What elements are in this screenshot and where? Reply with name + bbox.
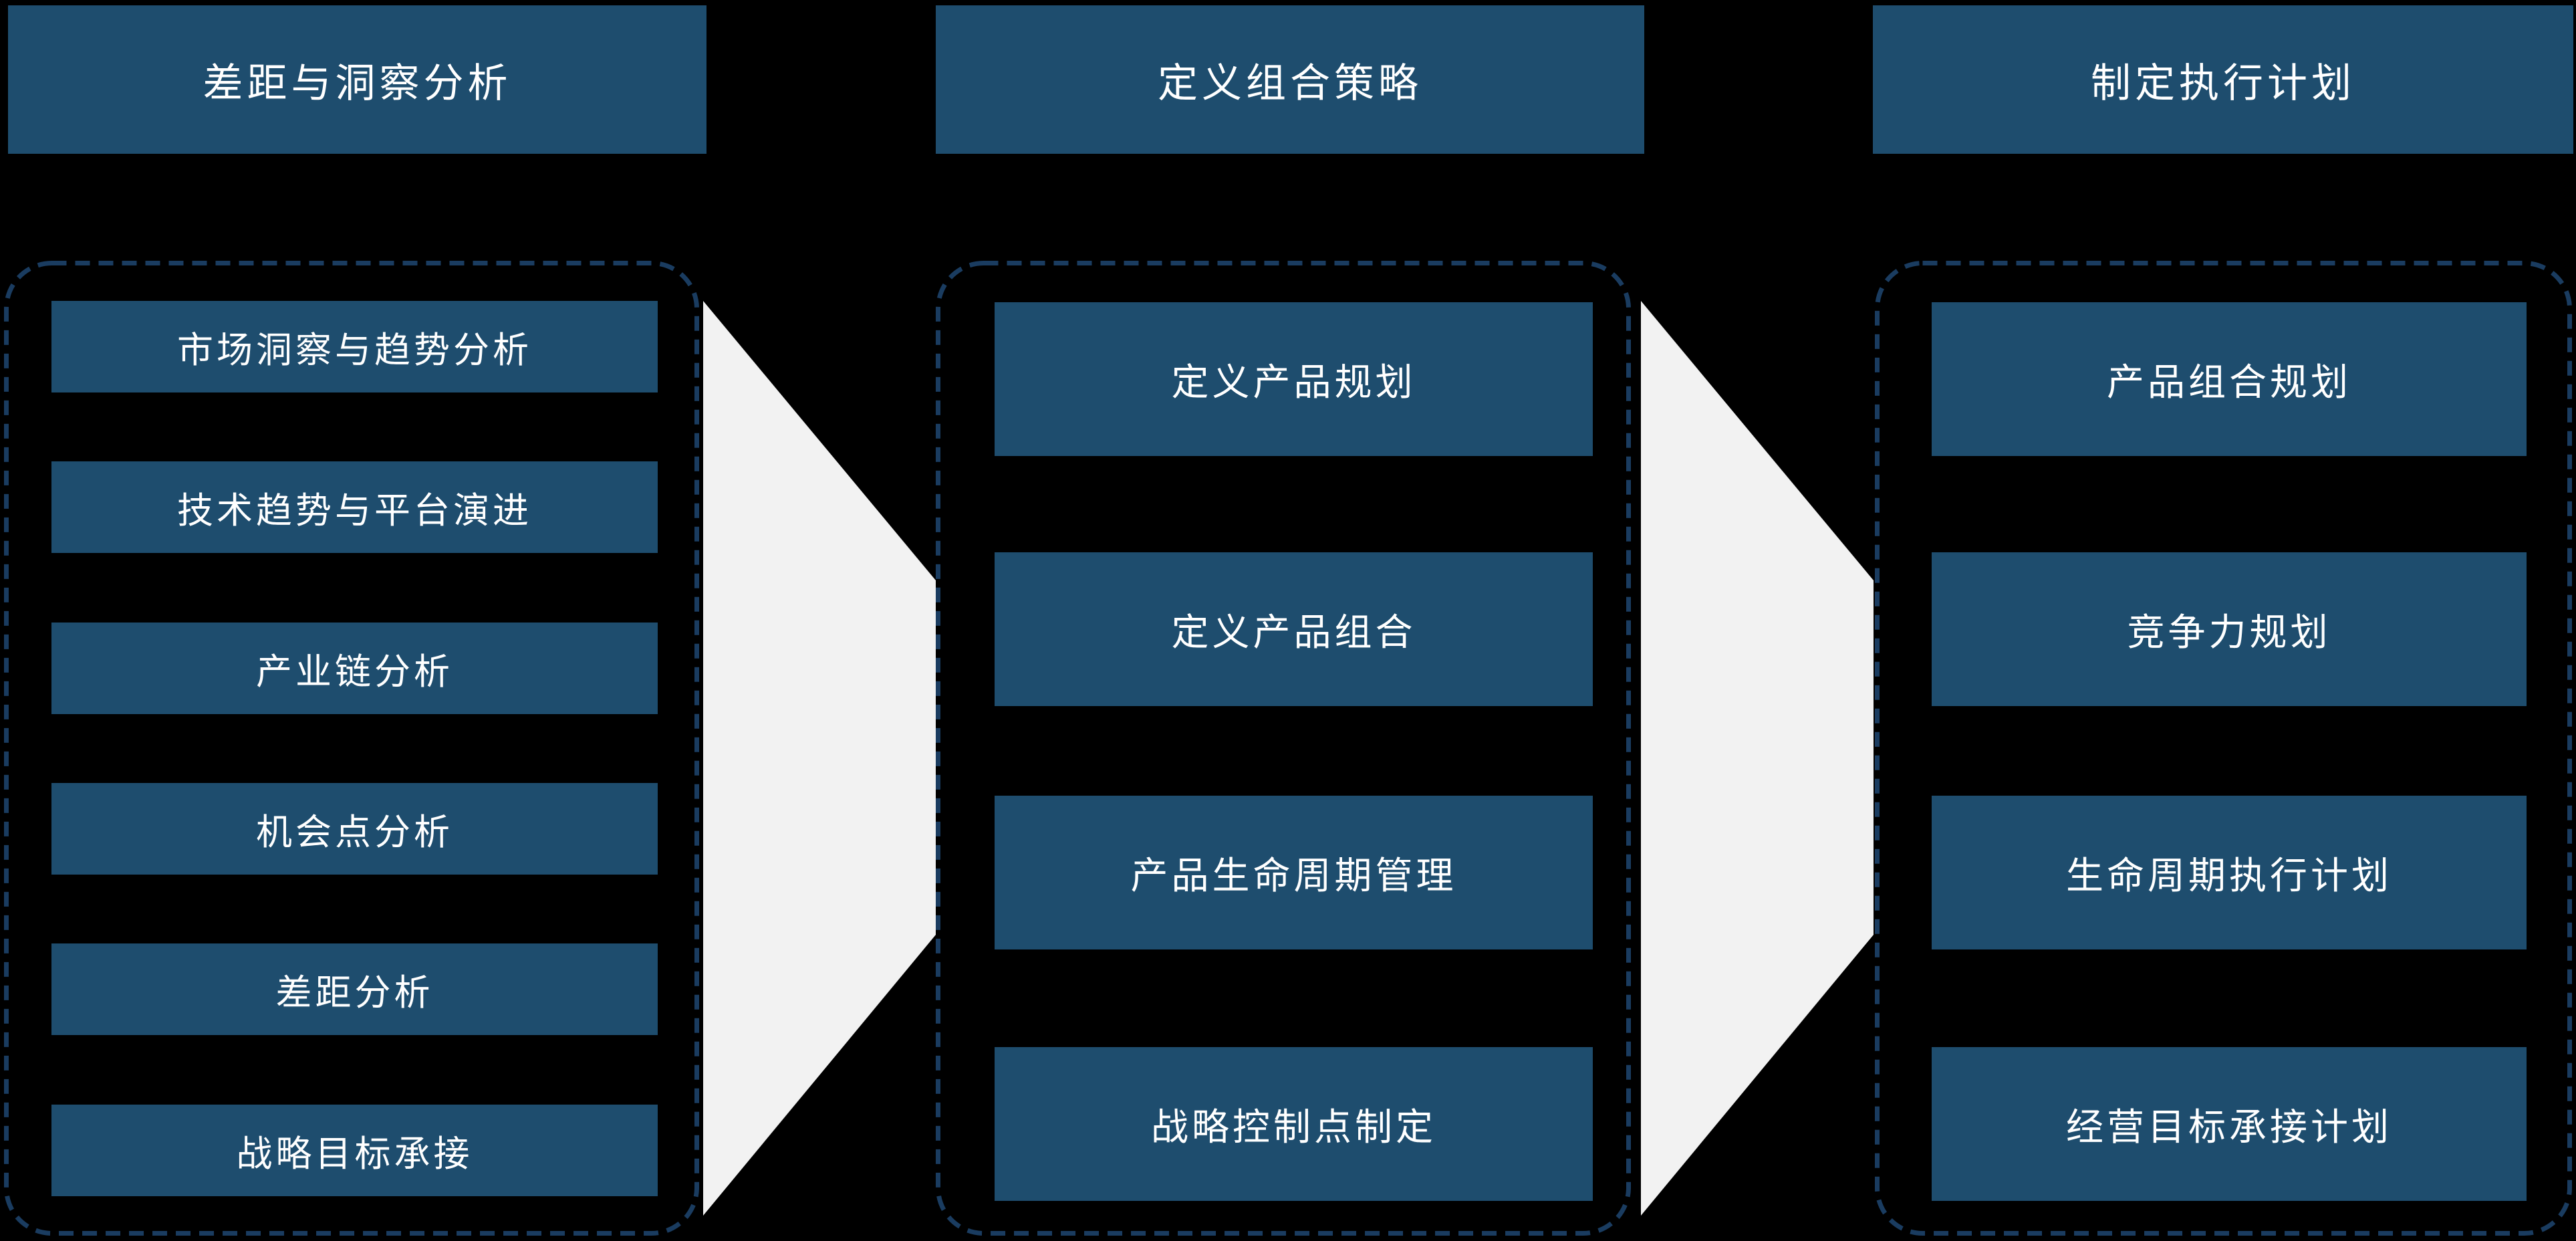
stage3-item-competitiveness: 竞争力规划 — [1932, 552, 2527, 706]
stage2-item-control-point: 战略控制点制定 — [995, 1047, 1593, 1201]
stage1-item-opportunity: 机会点分析 — [51, 783, 658, 875]
stage2-header: 定义组合策略 — [936, 5, 1644, 154]
stage1-item-gap-analysis: 差距分析 — [51, 943, 658, 1035]
flow-arrow-right-icon-2 — [1641, 301, 1874, 1216]
flow-arrow-right-icon-1 — [703, 301, 936, 1216]
stage3-item-lifecycle-exec-plan: 生命周期执行计划 — [1932, 796, 2527, 949]
stage2-item-lifecycle-mgmt: 产品生命周期管理 — [995, 796, 1593, 949]
stage1-header: 差距与洞察分析 — [8, 5, 706, 154]
stage2-item-product-planning: 定义产品规划 — [995, 302, 1593, 456]
stage3-dashed-container — [1875, 261, 2572, 1236]
stage3-item-business-target-plan: 经营目标承接计划 — [1932, 1047, 2527, 1201]
stage1-item-strategy-target: 战略目标承接 — [51, 1105, 658, 1196]
stage3-item-portfolio-planning: 产品组合规划 — [1932, 302, 2527, 456]
stage1-item-industry-chain: 产业链分析 — [51, 623, 658, 714]
stage1-item-tech-trend: 技术趋势与平台演进 — [51, 461, 658, 553]
stage3-header: 制定执行计划 — [1873, 5, 2573, 154]
stage1-item-market-insight: 市场洞察与趋势分析 — [51, 301, 658, 392]
stage2-item-product-portfolio: 定义产品组合 — [995, 552, 1593, 706]
stage1-dashed-container — [4, 261, 699, 1236]
stage2-dashed-container — [936, 261, 1631, 1236]
